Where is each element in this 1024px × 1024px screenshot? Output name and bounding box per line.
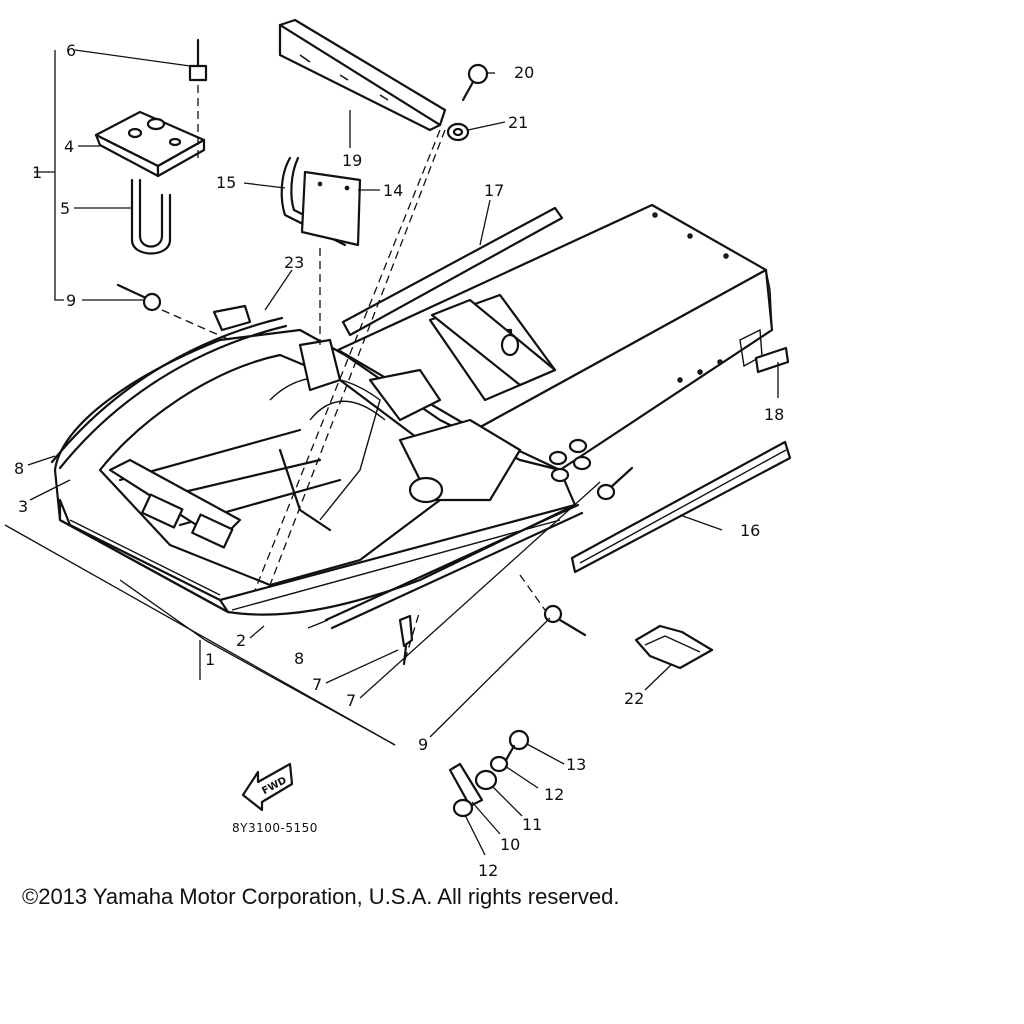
callout-19: 19 [342, 151, 362, 170]
part-7-rivet [398, 614, 414, 666]
callout-12-upper: 12 [544, 785, 564, 804]
callout-3: 3 [18, 497, 28, 516]
part-8-rail-left [50, 316, 288, 470]
callout-10: 10 [500, 835, 520, 854]
callout-8-right: 8 [294, 649, 304, 668]
callout-4: 4 [64, 137, 74, 156]
part-7-rivet-right [596, 466, 634, 501]
part-12-washer-upper [489, 755, 509, 773]
part-9-screw-upper [116, 283, 162, 312]
leader-lines [4, 49, 779, 856]
part-23-clip [212, 304, 252, 332]
fwd-arrow-icon: FWD [241, 762, 294, 812]
part-16-strip [570, 440, 792, 574]
callout-1-lower: 1 [205, 650, 215, 669]
callouts: 6 4 1 5 9 19 20 21 15 14 17 23 18 16 8 3… [14, 41, 784, 880]
part-4-mount-plate [94, 110, 206, 178]
part-8-rail-right [324, 503, 584, 630]
part-19-flap [278, 18, 447, 132]
callout-8-left: 8 [14, 459, 24, 478]
part-12-washer-lower [452, 798, 474, 818]
chassis-body [53, 203, 774, 616]
callout-9-lower: 9 [418, 735, 428, 754]
callout-11: 11 [522, 815, 542, 834]
callout-18: 18 [764, 405, 784, 424]
callout-13: 13 [566, 755, 586, 774]
part-22-decal [634, 624, 714, 670]
part-11-spacer [474, 769, 498, 791]
callout-17: 17 [484, 181, 504, 200]
part-21-nut [446, 122, 470, 142]
callout-14: 14 [383, 181, 403, 200]
callout-9-upper: 9 [66, 291, 76, 310]
callout-22: 22 [624, 689, 644, 708]
callout-6: 6 [66, 41, 76, 60]
callout-2: 2 [236, 631, 246, 650]
callout-20: 20 [514, 63, 534, 82]
rear-bracket [430, 298, 557, 387]
callout-12-lower: 12 [478, 861, 498, 880]
part-15-grab-handle [280, 156, 352, 247]
part-14-pad [300, 170, 362, 247]
callout-16: 16 [740, 521, 760, 540]
diagram-code: 8Y3100-5150 [232, 821, 318, 835]
callout-5: 5 [60, 199, 70, 218]
callout-15: 15 [216, 173, 236, 192]
callout-21: 21 [508, 113, 528, 132]
part-10-plate [448, 762, 484, 808]
part-20-bolt [461, 63, 489, 102]
part-5-u-bolt [130, 178, 172, 255]
part-9-screw-lower [543, 604, 587, 637]
part-18-decal [754, 346, 790, 374]
callout-23: 23 [284, 253, 304, 272]
part-17-strip [341, 206, 564, 337]
callout-7-left: 7 [312, 675, 322, 694]
callout-7-right: 7 [346, 691, 356, 710]
callout-1-upper: 1 [32, 163, 42, 182]
copyright-notice: ©2013 Yamaha Motor Corporation, U.S.A. A… [22, 884, 620, 909]
part-13-bolt [504, 729, 530, 762]
part-6-bolt [188, 38, 208, 82]
